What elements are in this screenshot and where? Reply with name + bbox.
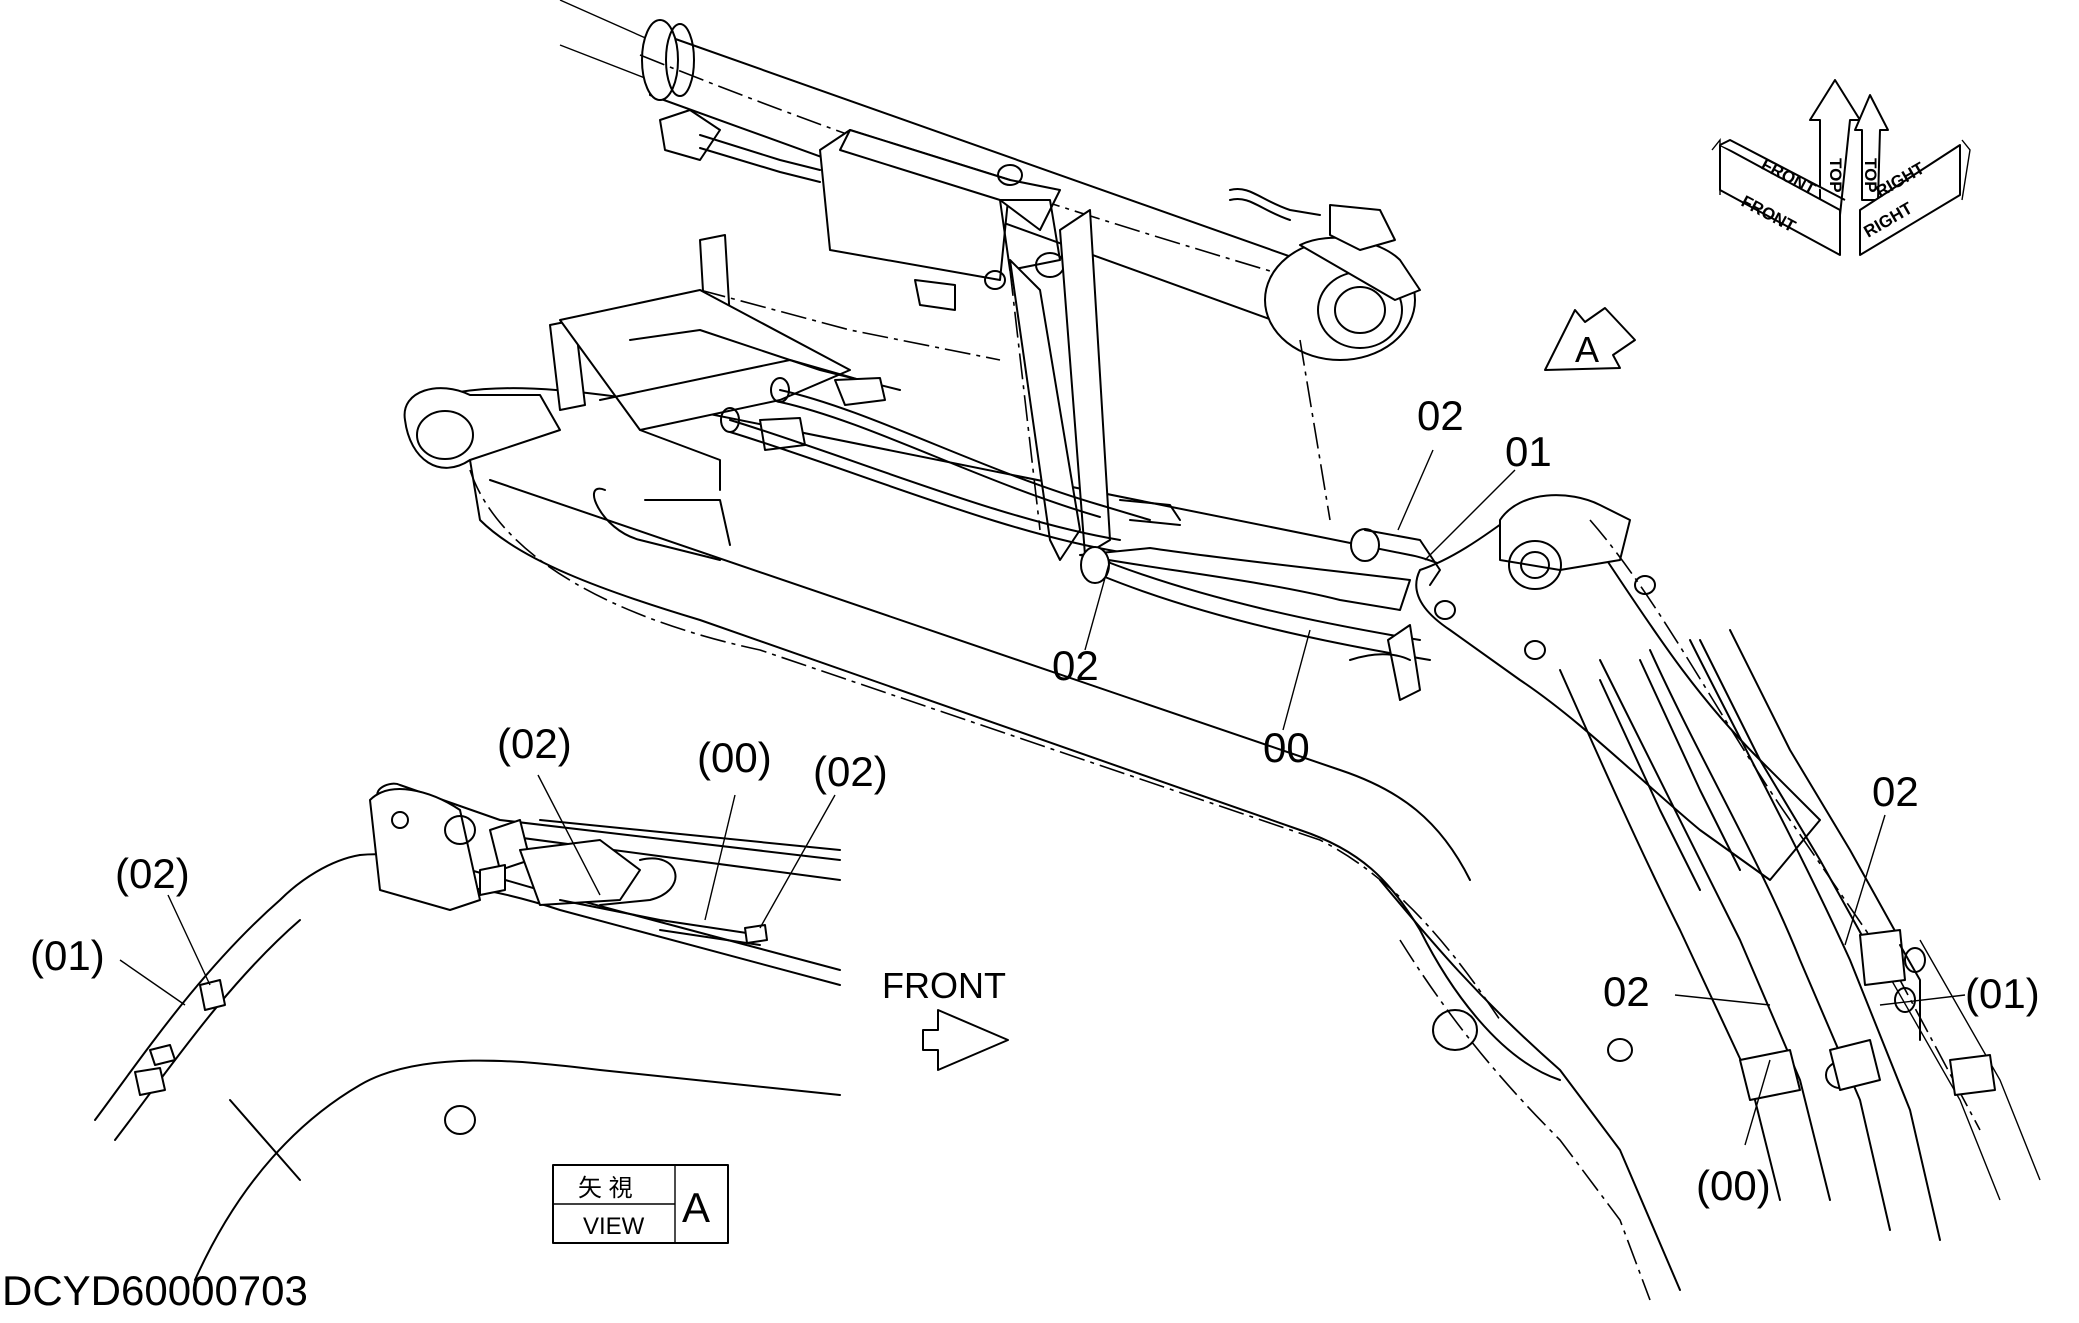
callout-main-02-upper: 02 <box>1417 392 1464 439</box>
leader-lines <box>119 449 1966 1146</box>
view-a-arrow: A <box>1544 307 1636 371</box>
view-box-letter: A <box>682 1184 710 1231</box>
view-a-arrow-letter: A <box>1575 329 1599 370</box>
callout-right-01: (01) <box>1965 970 2040 1017</box>
orientation-top-text: TOP <box>1826 158 1845 193</box>
callout-inset-02-left: (02) <box>115 850 190 897</box>
callout-right-00: (00) <box>1696 1162 1771 1209</box>
inset-view-a <box>94 782 841 1281</box>
right-clamp-assembly <box>1739 929 1996 1101</box>
view-box-word: VIEW <box>583 1213 645 1240</box>
front-arrow-label: FRONT <box>882 965 1006 1006</box>
view-a-label-box: 矢 視 VIEW A <box>552 1164 729 1244</box>
callout-right-02-mid: 02 <box>1603 968 1650 1015</box>
orientation-icon: FRONT FRONT RIGHT RIGHT TOP TOP <box>1711 79 1971 256</box>
callout-main-01: 01 <box>1505 428 1552 475</box>
drawing-id: DCYD60000703 <box>2 1267 308 1314</box>
callout-inset-00: (00) <box>697 734 772 781</box>
hose-bundle <box>1079 499 1441 701</box>
callout-inset-02-right: (02) <box>813 748 888 795</box>
callout-right-02-upper: 02 <box>1872 768 1919 815</box>
boom-top-frame <box>549 234 1151 553</box>
callout-inset-02-top: (02) <box>497 720 572 767</box>
boom-assembly <box>403 387 2041 1301</box>
callout-main-02-lower: 02 <box>1052 642 1099 689</box>
callout-inset-01: (01) <box>30 932 105 979</box>
callout-labels: 02 01 02 00 02 02 (01) (00) (02) (01) (0… <box>30 392 2040 1209</box>
callout-main-00: 00 <box>1263 724 1310 771</box>
view-box-kanji: 矢 視 <box>578 1175 633 1202</box>
boom-cylinder <box>559 0 1421 561</box>
orientation-top-text-mirrored: TOP <box>1861 158 1880 193</box>
front-direction-arrow: FRONT <box>882 965 1009 1071</box>
